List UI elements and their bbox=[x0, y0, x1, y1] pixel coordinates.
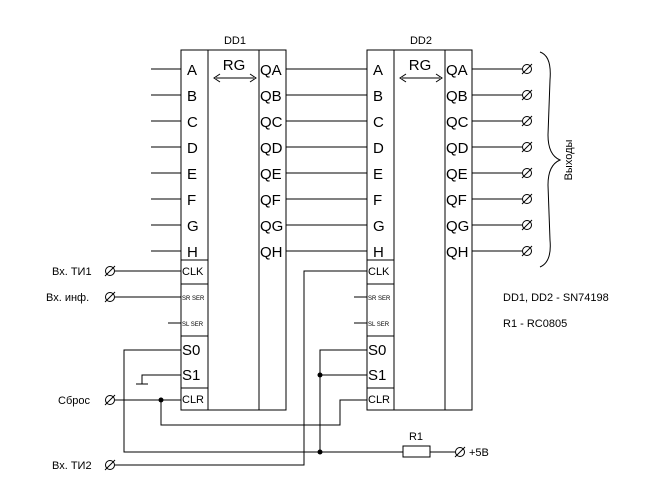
control-wiring bbox=[115, 270, 403, 466]
chip-dd2-shift-arrow bbox=[399, 73, 443, 83]
pin-label: D bbox=[187, 140, 198, 157]
terminal-icon bbox=[104, 291, 116, 303]
resistor-r1: R1 bbox=[402, 431, 455, 458]
junction-dot bbox=[158, 397, 164, 403]
pin-label: QE bbox=[446, 166, 468, 183]
pin-label: QF bbox=[446, 192, 467, 209]
chip-dd2-control: CLK SR SER SL SER S0 S1 CLR bbox=[354, 259, 394, 406]
pin-label: F bbox=[187, 192, 196, 209]
pin-label: QA bbox=[446, 62, 468, 79]
pin-label: CLR bbox=[368, 394, 390, 406]
chip-dd1-function: RG bbox=[223, 57, 246, 74]
pin-label: CLK bbox=[182, 266, 204, 278]
pin-label: F bbox=[373, 192, 382, 209]
terminal-icon bbox=[104, 265, 116, 277]
pin-label: QD bbox=[446, 140, 469, 157]
power-label: +5В bbox=[469, 447, 489, 459]
chip-dd1-outputs: QA QB QC QD QE QF QG QH bbox=[260, 62, 283, 261]
input-terminals: Вх. ТИ1 Вх. инф. Сброс Вх. ТИ2 bbox=[46, 265, 181, 472]
chip-dd2-title: DD2 bbox=[410, 35, 432, 47]
pin-label: SR SER bbox=[368, 296, 391, 302]
pin-label: QH bbox=[260, 244, 283, 261]
pin-label: QC bbox=[260, 114, 283, 131]
reset-label: Сброс bbox=[58, 395, 90, 407]
power-terminal: +5В bbox=[454, 446, 489, 459]
pin-label: E bbox=[187, 166, 197, 183]
pin-label: A bbox=[187, 62, 197, 79]
pin-label: QG bbox=[260, 218, 283, 235]
pin-label: QC bbox=[446, 114, 469, 131]
pin-label: H bbox=[187, 244, 198, 261]
terminal-icon bbox=[521, 63, 533, 75]
terminal-icon bbox=[521, 193, 533, 205]
terminal-icon bbox=[104, 459, 116, 471]
pin-label: QB bbox=[446, 88, 468, 105]
pin-label: B bbox=[373, 88, 383, 105]
junction-dot bbox=[317, 372, 323, 378]
terminal-icon bbox=[521, 115, 533, 127]
pin-label: C bbox=[187, 114, 198, 131]
chip-dd2-function: RG bbox=[409, 57, 432, 74]
resistor-label: R1 bbox=[409, 431, 423, 443]
pin-label: SL SER bbox=[368, 322, 390, 328]
chip-dd1-shift-arrow bbox=[213, 73, 257, 83]
output-terminals: Выходы bbox=[472, 51, 575, 268]
pin-label: B bbox=[187, 88, 197, 105]
chip-dd2-data-inputs: A B C D E F G H bbox=[373, 62, 385, 261]
pin-label: SR SER bbox=[182, 296, 205, 302]
pin-label: QE bbox=[260, 166, 282, 183]
pin-label: C bbox=[373, 114, 384, 131]
terminal-icon bbox=[521, 219, 533, 231]
outputs-brace bbox=[539, 51, 562, 268]
note-resistor: R1 - RC0805 bbox=[503, 318, 567, 330]
chip-dd1-title: DD1 bbox=[224, 35, 246, 47]
notes: DD1, DD2 - SN74198 R1 - RC0805 bbox=[503, 292, 609, 330]
pin-label: S1 bbox=[368, 367, 386, 384]
pin-label: SL SER bbox=[182, 322, 204, 328]
pin-label: E bbox=[373, 166, 383, 183]
terminal-icon bbox=[454, 446, 466, 458]
chip-dd1-control: CLK SR SER SL SER S0 S1 CLR bbox=[168, 259, 208, 406]
pin-label: S1 bbox=[182, 367, 200, 384]
terminal-icon bbox=[104, 394, 116, 406]
pin-label: G bbox=[187, 218, 199, 235]
pin-label: D bbox=[373, 140, 384, 157]
pin-label: CLK bbox=[368, 266, 390, 278]
chip-dd2-outputs: QA QB QC QD QE QF QG QH bbox=[446, 62, 469, 261]
clock1-label: Вх. ТИ1 bbox=[52, 266, 92, 278]
data-in-label: Вх. инф. bbox=[46, 292, 89, 304]
clock2-label: Вх. ТИ2 bbox=[52, 460, 92, 472]
pin-label: QG bbox=[446, 218, 469, 235]
pin-label: G bbox=[373, 218, 385, 235]
pin-label: S0 bbox=[182, 342, 200, 359]
terminal-icon bbox=[521, 141, 533, 153]
chip-dd1: DD1 RG A B C D E F G H bbox=[151, 35, 287, 411]
pin-label: A bbox=[373, 62, 383, 79]
pin-label: QA bbox=[260, 62, 282, 79]
pin-label: QH bbox=[446, 244, 469, 261]
pin-label: QD bbox=[260, 140, 283, 157]
pin-label: QB bbox=[260, 88, 282, 105]
interconnect-wires bbox=[286, 68, 367, 252]
terminal-icon bbox=[521, 245, 533, 257]
chip-dd2: DD2 RG A B C D E F G H QA QB QC QD QE QF… bbox=[354, 35, 473, 411]
pin-label: H bbox=[373, 244, 384, 261]
pin-label: QF bbox=[260, 192, 281, 209]
pin-label: S0 bbox=[368, 342, 386, 359]
chip-dd1-data-inputs: A B C D E F G H bbox=[151, 62, 199, 261]
outputs-label: Выходы bbox=[563, 140, 575, 181]
pin-label: CLR bbox=[182, 394, 204, 406]
terminal-icon bbox=[521, 89, 533, 101]
note-chips: DD1, DD2 - SN74198 bbox=[503, 292, 609, 304]
terminal-icon bbox=[521, 167, 533, 179]
